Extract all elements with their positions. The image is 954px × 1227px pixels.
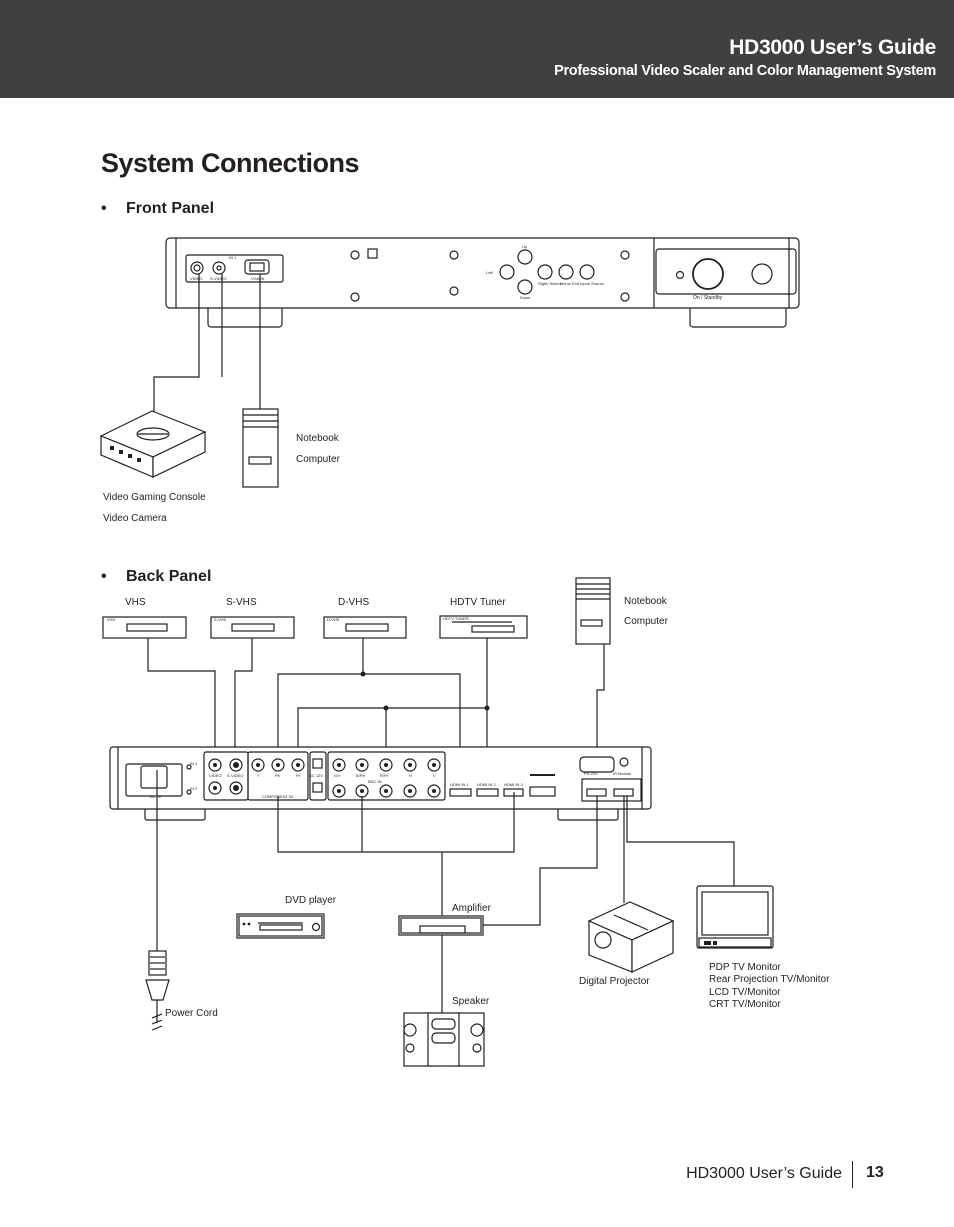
front-panel-device — [165, 237, 800, 328]
header-subtitle: Professional Video Scaler and Color Mana… — [554, 63, 936, 79]
fp-button-label: Input/ Source — [580, 281, 605, 286]
power-cord-label: Power Cord — [165, 1008, 218, 1019]
bp-label: HDMI IN 3 — [504, 782, 523, 787]
bp-label: VIDEO — [209, 773, 221, 778]
fp-port-label: VIDEO — [190, 276, 202, 281]
fp-port-label: VGA IN — [251, 276, 264, 281]
footer-divider — [852, 1161, 853, 1188]
bp-label: HDMI IN 1 — [450, 782, 469, 787]
computer-label: Computer — [624, 616, 668, 627]
header-title: HD3000 User’s Guide — [729, 36, 936, 59]
front-computer-illustration — [242, 408, 279, 488]
bp-label: Pb — [275, 773, 281, 778]
svhs-label: S-VHS — [226, 597, 257, 608]
notebook-label: Notebook — [296, 433, 339, 444]
bp-label: R/Pr — [380, 773, 389, 778]
page-title: System Connections — [101, 148, 360, 178]
notebook-label: Notebook — [624, 596, 667, 607]
page-header: HD3000 User’s Guide Professional Video S… — [0, 0, 954, 98]
power-cord-illustration — [145, 950, 170, 1031]
fp-button-label: Down — [520, 295, 530, 300]
bp-label: BNC IN — [368, 779, 382, 784]
vhs-illustration — [102, 616, 187, 639]
fp-power-label: On / Standby — [693, 295, 723, 301]
computer-label: Computer — [296, 454, 340, 465]
bp-label: V — [433, 773, 436, 778]
monitor-label: Rear Projection TV/Monitor — [709, 974, 830, 985]
fp-port-label: S-VIDEO — [210, 276, 226, 281]
hdtv-tuner-illustration — [439, 615, 528, 639]
bp-label: Pr — [296, 773, 301, 778]
digital-projector-label: Digital Projector — [579, 976, 650, 987]
gaming-console-label: Video Gaming Console — [103, 492, 206, 503]
dvhs-tag: D-VHS — [327, 617, 340, 622]
bp-label: Y — [257, 773, 260, 778]
gaming-console-illustration — [99, 410, 207, 478]
speaker-label: Speaker — [452, 996, 490, 1007]
bp-label: G/Y — [334, 773, 341, 778]
back-computer-illustration — [575, 577, 611, 645]
monitor-label: PDP TV Monitor — [709, 962, 781, 973]
hdtv-tuner-label: HDTV Tuner — [450, 597, 506, 608]
monitor-label: CRT TV/Monitor — [709, 999, 781, 1010]
fp-button-label: Up — [522, 244, 528, 249]
amplifier-illustration — [398, 915, 484, 936]
dvhs-label: D-VHS — [338, 597, 370, 608]
amplifier-label: Amplifier — [452, 903, 491, 914]
footer-title: HD3000 User’s Guide — [686, 1165, 842, 1182]
vhs-label: VHS — [125, 597, 146, 608]
tv-monitor-illustration — [696, 885, 774, 949]
bp-label: AC IN — [150, 794, 161, 799]
bp-label: RS-232 — [584, 771, 598, 776]
front-panel-heading: •Front Panel — [101, 200, 215, 217]
bp-label: B/Pb — [356, 773, 365, 778]
dvd-player-illustration — [236, 913, 325, 939]
bp-label: HDMI IN 2 — [477, 782, 496, 787]
bp-label: DC 12V — [309, 773, 323, 778]
page-number: 13 — [866, 1164, 884, 1181]
back-panel-heading: •Back Panel — [101, 568, 212, 585]
svhs-tag: S-VHS — [214, 617, 227, 622]
digital-projector-illustration — [587, 901, 675, 973]
back-panel-device — [109, 746, 652, 821]
fp-port-label: IN 1 — [229, 255, 237, 260]
hdtv-tag: HDTV TUNER — [443, 616, 469, 621]
vhs-tag: VHS — [107, 617, 116, 622]
fp-button-label: Menu/ Exit — [560, 281, 580, 286]
fp-button-label: Right/ Select — [538, 281, 562, 286]
dvd-player-label: DVD player — [285, 895, 337, 906]
dvhs-illustration — [323, 616, 407, 639]
bp-label: IN 1 — [190, 761, 198, 766]
speaker-illustration — [403, 1012, 485, 1067]
video-camera-label: Video Camera — [103, 513, 167, 524]
fp-button-label: Left — [486, 270, 494, 275]
bp-label: S-VIDEO — [227, 773, 243, 778]
bp-label: IR Module — [613, 771, 632, 776]
bp-label: COMPONENT IN — [262, 794, 293, 799]
monitor-label: LCD TV/Monitor — [709, 987, 781, 998]
bp-label: IN 2 — [190, 786, 198, 791]
bp-label: H — [409, 773, 412, 778]
